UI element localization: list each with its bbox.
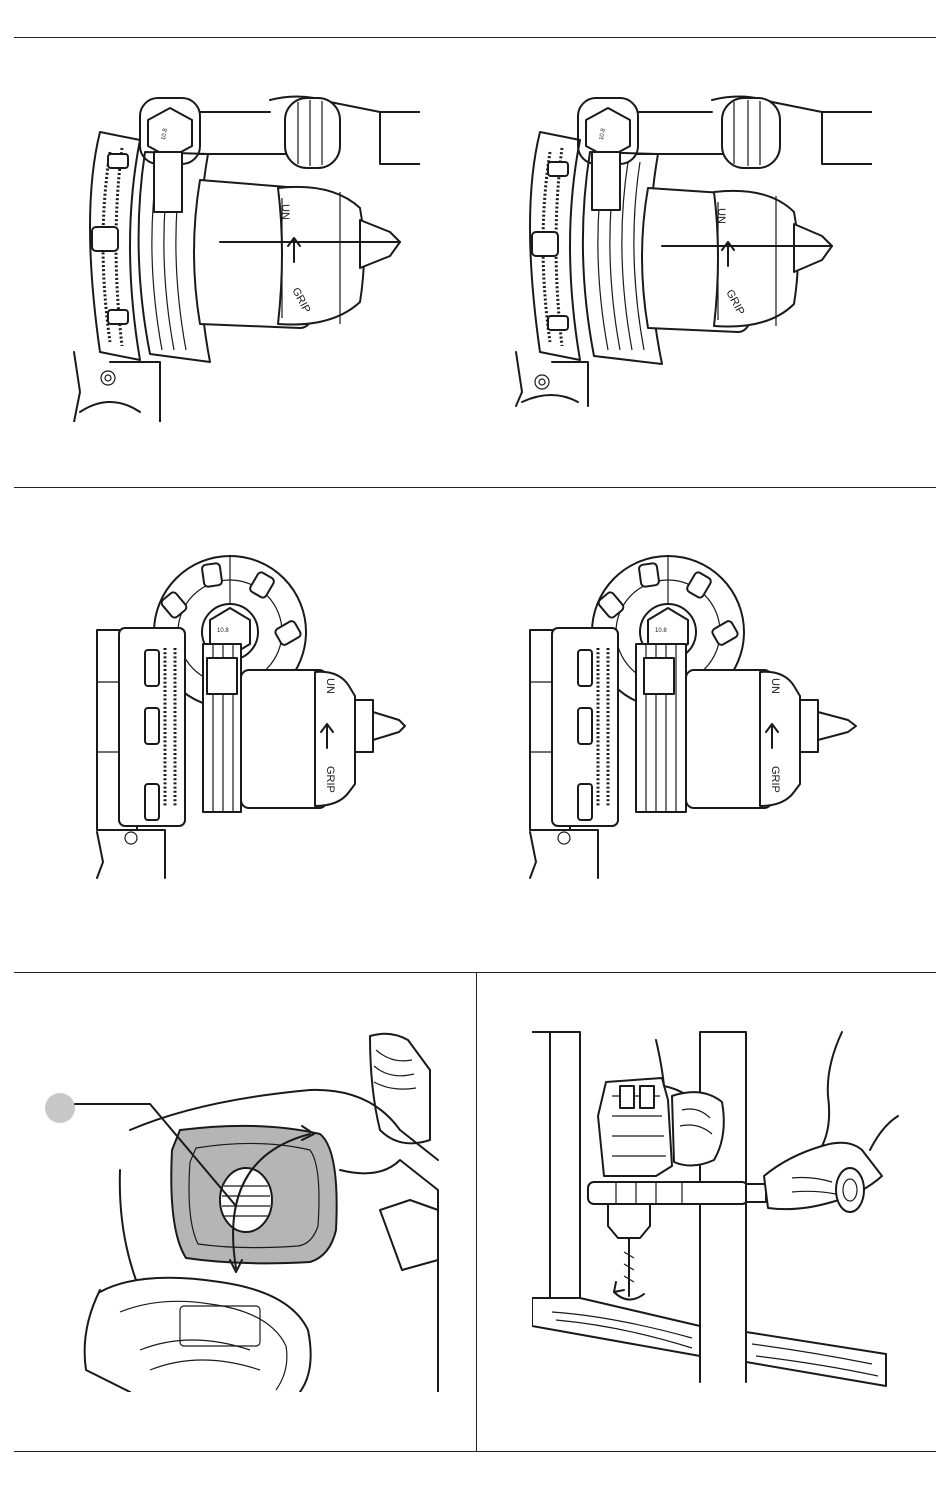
chuck-unlock-label-top-left: UN: [324, 678, 336, 694]
chuck-unlock-label-top-right: UN: [769, 678, 781, 694]
chuck-side-right-drawing: 10.8 UN GRIP: [512, 92, 872, 422]
figure-chuck-side-left: 10.8 UN GRIP: [70, 92, 420, 422]
hex-mark-top-right: 10.8: [655, 628, 667, 634]
chuck-unlock-label-left: UN: [279, 204, 291, 220]
callout-circle: [45, 1093, 75, 1123]
figure-chuck-top-right: 10.8 UN GRIP: [528, 552, 868, 882]
section-rule-2: [14, 972, 936, 973]
figure-storage-cover: [40, 1030, 440, 1392]
figure-drilling-studs: [532, 1026, 902, 1392]
chuck-side-left-drawing: 10.8 UN GRIP: [70, 92, 420, 422]
drilling-studs-drawing: [532, 1026, 902, 1392]
figure-chuck-top-left: 10.8 UN GRIP: [95, 552, 425, 882]
chuck-top-left-drawing: 10.8 UN GRIP: [95, 552, 425, 882]
top-rule: [14, 37, 936, 38]
hex-mark-top-left: 10.8: [217, 628, 229, 634]
chuck-unlock-label-right: UN: [715, 208, 727, 224]
column-divider: [476, 973, 477, 1451]
chuck-top-right-drawing: 10.8 UN GRIP: [528, 552, 868, 882]
section-rule-1: [14, 487, 936, 488]
figure-chuck-side-right: 10.8 UN GRIP: [512, 92, 872, 422]
bottom-rule: [14, 1451, 936, 1452]
chuck-grip-label-top-left: GRIP: [324, 766, 336, 793]
chuck-grip-label-top-right: GRIP: [769, 766, 781, 793]
storage-cover-drawing: [40, 1030, 440, 1392]
